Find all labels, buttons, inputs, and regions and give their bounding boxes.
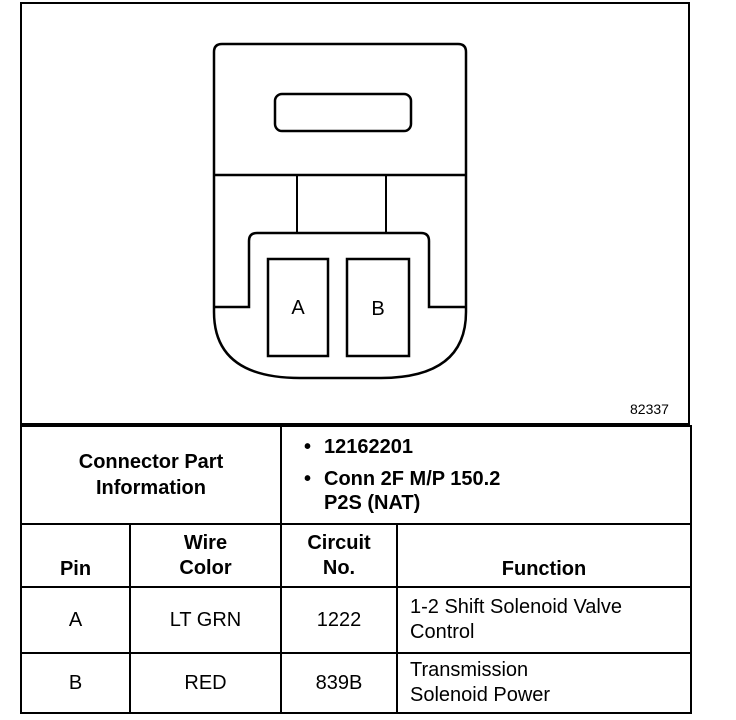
connector-part-label-cell: Connector Part Information [20, 425, 282, 525]
row-a-function-line1: 1-2 Shift Solenoid Valve [410, 596, 622, 618]
header-circuit: Circuit No. [280, 523, 398, 588]
pin-a-label: A [291, 297, 305, 319]
header-circuit-line1: Circuit [307, 531, 371, 554]
header-row: Pin Wire Color Circuit No. Function [20, 523, 693, 588]
header-function: Function [395, 523, 693, 588]
connector-body-outline [212, 42, 468, 380]
row-b-function-line2: Solenoid Power [410, 684, 551, 706]
row-b-wire-color: RED [129, 652, 282, 714]
header-wire-line2: Color [179, 556, 232, 579]
pin-b-label: B [371, 298, 384, 320]
row-a-function: 1-2 Shift Solenoid Valve Control [395, 586, 693, 654]
connector-desc-item: • Conn 2F M/P 150.2 [304, 467, 690, 491]
header-function-text: Function [501, 558, 587, 580]
header-pin: Pin [20, 523, 131, 588]
pin-b-cavity [345, 257, 411, 358]
bullet-icon: • [304, 468, 312, 490]
row-a-pin: A [20, 586, 131, 654]
diagram-reference-number: 82337 [630, 401, 669, 417]
connector-diagram-panel [20, 2, 690, 425]
row-b-function: Transmission Solenoid Power [395, 652, 693, 714]
connector-part-label-line2: Information [96, 477, 206, 499]
table-row: B RED 839B Transmission Solenoid Power [20, 652, 693, 714]
bullet-icon: • [304, 436, 312, 458]
latch-window [273, 92, 413, 133]
part-number: 12162201 [324, 436, 413, 458]
table-row: A LT GRN 1222 1-2 Shift Solenoid Valve C… [20, 586, 693, 654]
row-b-function-line1: Transmission [410, 659, 529, 681]
row-b-pin: B [20, 652, 131, 714]
header-pin-text: Pin [59, 558, 92, 580]
connector-part-label-line1: Connector Part [78, 451, 224, 473]
connector-part-details-cell: • 12162201 • Conn 2F M/P 150.2 P2S (NAT) [279, 425, 693, 525]
header-wire-color: Wire Color [129, 523, 282, 588]
row-a-function-line2: Control [410, 621, 475, 643]
connector-desc-line2: P2S (NAT) [324, 492, 421, 514]
row-b-circuit: 839B [280, 652, 398, 714]
pin-a-cavity [266, 257, 330, 358]
connector-desc-line1: Conn 2F M/P 150.2 [324, 468, 501, 490]
header-wire-line1: Wire [183, 531, 228, 554]
connector-part-row: Connector Part Information • 12162201 • Co… [20, 425, 693, 525]
connector-face-drawing: A B [212, 42, 468, 380]
connector-info-table: Connector Part Information • 12162201 • Co… [20, 425, 693, 714]
terminal-pocket [214, 231, 466, 309]
row-a-wire-color: LT GRN [129, 586, 282, 654]
header-circuit-line2: No. [322, 556, 356, 579]
part-number-item: • 12162201 [304, 435, 690, 459]
row-a-circuit: 1222 [280, 586, 398, 654]
